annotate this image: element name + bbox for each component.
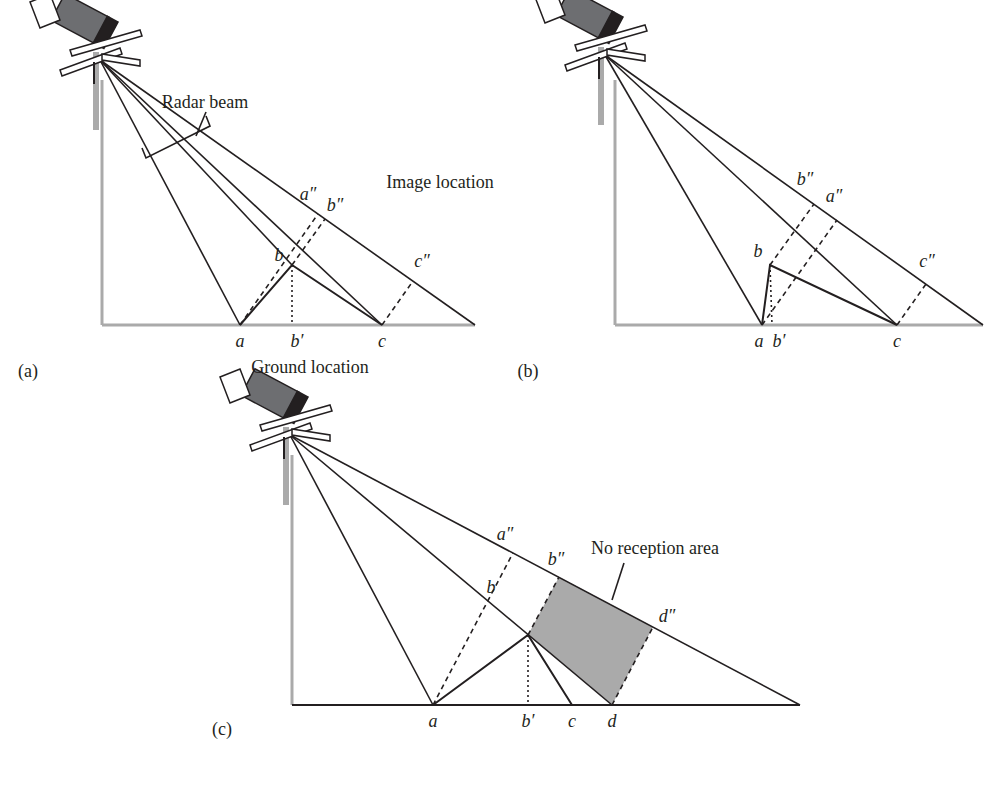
- image-point: a″: [497, 525, 514, 545]
- ground-point: a: [236, 332, 245, 352]
- image-point: d″: [659, 607, 676, 627]
- ground-point: b: [275, 246, 284, 266]
- panel-b: [535, 0, 983, 325]
- ground-point: c: [893, 332, 901, 352]
- axis-label: Image location: [386, 173, 493, 193]
- ground-point: a: [755, 332, 764, 352]
- image-point: b″: [548, 550, 565, 570]
- image-point: b″: [327, 196, 344, 216]
- beam-label: Radar beam: [162, 93, 248, 113]
- area-label: No reception area: [591, 539, 719, 559]
- ground-point: c: [378, 332, 386, 352]
- ground-point: b′: [522, 712, 535, 732]
- ground-point: b′: [291, 332, 304, 352]
- ground-point: b: [487, 578, 496, 598]
- image-point: a″: [300, 185, 317, 205]
- panel-c: [220, 369, 800, 705]
- ground-point: d: [608, 712, 617, 732]
- shadow-area: [528, 577, 653, 705]
- ground-point: a: [429, 712, 438, 732]
- image-point: b″: [797, 170, 814, 190]
- ground-point: b′: [773, 332, 786, 352]
- image-point: c″: [414, 252, 430, 272]
- image-point: c″: [919, 252, 935, 272]
- axis-label: Ground location: [251, 358, 368, 378]
- ground-point: c: [568, 712, 576, 732]
- panel-label: (b): [518, 362, 539, 382]
- panel-a: [30, 0, 475, 325]
- image-point: a″: [826, 187, 843, 207]
- panel-label: (c): [212, 720, 232, 740]
- panel-label: (a): [18, 362, 38, 382]
- ground-point: b: [754, 242, 763, 262]
